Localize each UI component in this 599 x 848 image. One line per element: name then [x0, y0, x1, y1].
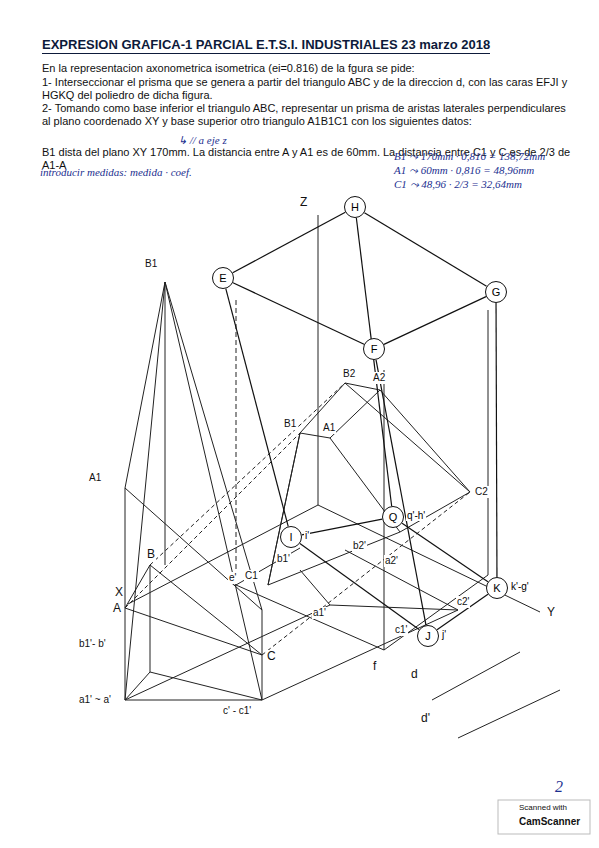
point-label: b1' [276, 553, 291, 565]
polyhedron-edge [302, 519, 382, 535]
point-label: B1 [283, 418, 297, 430]
polyhedron-edge [437, 594, 488, 629]
watermark: Scanned with [518, 803, 568, 812]
vertex-circle: Kk'-g' [486, 577, 508, 599]
point-label: A1 [322, 422, 336, 434]
vertex-letter: E [212, 267, 234, 289]
point-label: d [410, 668, 419, 682]
point-label: A2 [372, 372, 386, 384]
statement-text: 1- Interseccionar el prisma que se gener… [42, 76, 572, 101]
point-label: C [266, 650, 277, 664]
vertex-letter: I [280, 526, 302, 548]
handwritten-note: ↳ // a eje z [178, 134, 227, 147]
point-label: f [372, 660, 377, 674]
handwritten-note: A1 ⤳ 60mm · 0,816 = 48,96mm [394, 164, 534, 177]
vertex-letter: Q [382, 506, 404, 528]
point-label: a2' [384, 555, 399, 567]
watermark-box [498, 800, 590, 834]
projection-label: q'-h' [406, 510, 426, 521]
polyhedron-edge [356, 218, 391, 506]
watermark: CamScanner [518, 816, 581, 828]
polyhedron-edge [300, 543, 419, 629]
point-label: Z [299, 196, 308, 210]
polyhedron-edge [495, 303, 497, 577]
point-label: a1' [312, 607, 327, 619]
handwritten-note: C1 ⤳ 48,96 · 2/3 = 32,64mm [394, 178, 522, 191]
vertex-letter: J [417, 625, 439, 647]
title: EXPRESION GRAFICA-1 PARCIAL E.T.S.I. IND… [42, 38, 490, 54]
handwritten-note: 2 [555, 778, 563, 796]
point-label: A [112, 602, 122, 616]
polyhedron-edge [233, 283, 364, 345]
point-label: c2' [456, 596, 470, 608]
point-label: b1'- b' [78, 638, 107, 650]
point-label: C1 [244, 570, 259, 582]
vertex-letter: F [363, 338, 385, 360]
polyhedron-edge [376, 360, 426, 625]
vertex-circle: Qq'-h' [382, 506, 404, 528]
point-label: C2 [474, 486, 489, 498]
handwritten-note: B1 ⤳ 170mm · 0,816 = 138,72mm [394, 150, 545, 163]
vertex-circle: Jj' [417, 625, 439, 647]
polyhedron-edge [384, 297, 486, 345]
polyhedron-edge [233, 212, 346, 273]
point-label: A1 [88, 472, 102, 484]
point-label: c' - c1' [222, 705, 252, 717]
point-label: B1 [144, 258, 158, 270]
projection-label: k'-g' [510, 581, 530, 592]
point-label: B2 [342, 368, 356, 380]
vertex-letter: H [344, 196, 366, 218]
statement-text: En la representacion axonometrica isomet… [42, 62, 572, 75]
polyhedron-edge [364, 213, 486, 287]
vertex-circle: H [344, 196, 366, 218]
vertex-letter: G [485, 281, 507, 303]
polyhedron-edge [226, 289, 288, 527]
point-label: e' [228, 572, 237, 584]
vertex-circle: G [485, 281, 507, 303]
vertex-letter: K [486, 577, 508, 599]
point-label: d' [420, 712, 431, 726]
vertex-circle: Ii' [280, 526, 302, 548]
handwritten-note: introducir medidas: medida · coef. [40, 166, 210, 179]
point-label: b2' [352, 540, 367, 552]
point-label: Y [546, 606, 556, 620]
point-label: X [114, 586, 124, 600]
vertex-circle: E [212, 267, 234, 289]
projection-label: i' [304, 530, 310, 541]
point-label: a1' ~ a' [78, 694, 112, 706]
vertex-circle: F [363, 338, 385, 360]
statement-text: 2- Tomando como base inferior el triangu… [42, 102, 572, 127]
polyhedron-edge [402, 523, 488, 582]
point-label: c1' [394, 624, 408, 636]
projection-label: j' [441, 629, 447, 640]
point-label: B [146, 548, 156, 562]
